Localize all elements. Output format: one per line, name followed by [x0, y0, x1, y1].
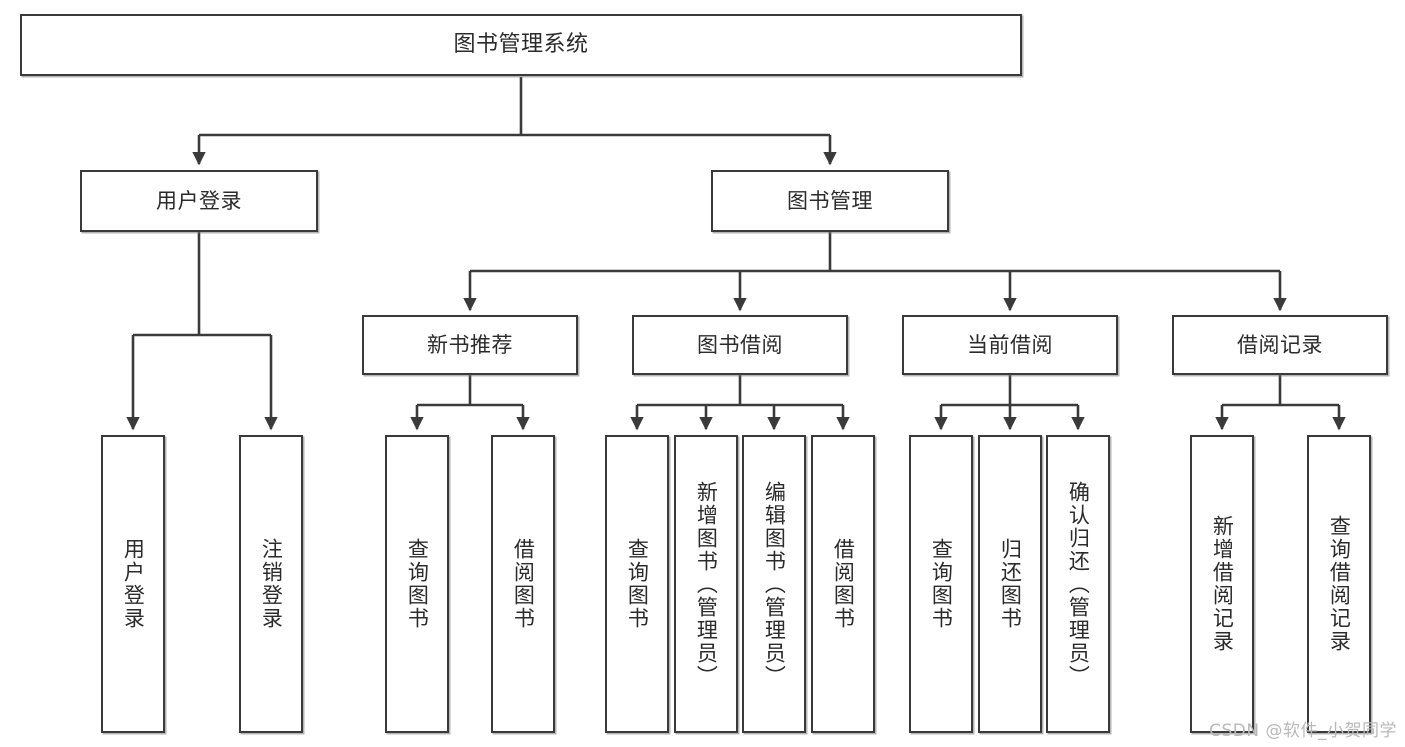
watermark-text: CSDN @软件_小贺同学 [1209, 721, 1397, 741]
node-label: 查询借阅记录 [1327, 515, 1352, 653]
node-label: 借阅记录 [1237, 332, 1323, 357]
node-label: 新增图书（管理员） [694, 480, 719, 688]
node-label: 归还图书 [998, 538, 1023, 630]
node-label: 图书管理 [787, 188, 873, 213]
node-leaf-edit-book[interactable]: 编辑图书（管理员） [742, 435, 806, 733]
node-label: 用户登录 [156, 188, 242, 213]
node-leaf-logout[interactable]: 注销登录 [239, 435, 303, 733]
node-label: 新增借阅记录 [1210, 515, 1235, 653]
node-leaf-confirm-return[interactable]: 确认归还（管理员） [1046, 435, 1110, 733]
node-label: 查询图书 [929, 538, 954, 630]
node-leaf-return-book[interactable]: 归还图书 [978, 435, 1042, 733]
node-label: 图书管理系统 [453, 32, 589, 58]
node-label: 新书推荐 [427, 332, 513, 357]
node-borrow-record[interactable]: 借阅记录 [1172, 315, 1388, 375]
node-user-login[interactable]: 用户登录 [80, 170, 318, 232]
node-leaf-query-borrow-record[interactable]: 查询借阅记录 [1307, 435, 1371, 733]
node-label: 查询图书 [405, 538, 430, 630]
node-leaf-borrow-book[interactable]: 借阅图书 [811, 435, 875, 733]
node-leaf-query-book-current[interactable]: 查询图书 [909, 435, 973, 733]
node-label: 编辑图书（管理员） [762, 480, 787, 688]
node-label: 用户登录 [121, 538, 146, 630]
node-label: 图书借阅 [697, 332, 783, 357]
node-book-management[interactable]: 图书管理 [711, 170, 949, 232]
node-leaf-borrow-book-recommend[interactable]: 借阅图书 [491, 435, 555, 733]
node-label: 借阅图书 [831, 538, 856, 630]
node-label: 注销登录 [259, 538, 284, 630]
node-leaf-user-login[interactable]: 用户登录 [101, 435, 165, 733]
node-leaf-query-book-borrow[interactable]: 查询图书 [605, 435, 669, 733]
node-book-borrow[interactable]: 图书借阅 [632, 315, 848, 375]
node-current-borrow[interactable]: 当前借阅 [902, 315, 1118, 375]
node-leaf-add-book[interactable]: 新增图书（管理员） [674, 435, 738, 733]
node-label: 查询图书 [625, 538, 650, 630]
node-leaf-query-book-recommend[interactable]: 查询图书 [385, 435, 449, 733]
node-root-book-management-system[interactable]: 图书管理系统 [20, 14, 1022, 76]
node-label: 当前借阅 [967, 332, 1053, 357]
node-label: 借阅图书 [511, 538, 536, 630]
node-new-book-recommend[interactable]: 新书推荐 [362, 315, 578, 375]
node-leaf-add-borrow-record[interactable]: 新增借阅记录 [1190, 435, 1254, 733]
node-label: 确认归还（管理员） [1066, 480, 1091, 688]
